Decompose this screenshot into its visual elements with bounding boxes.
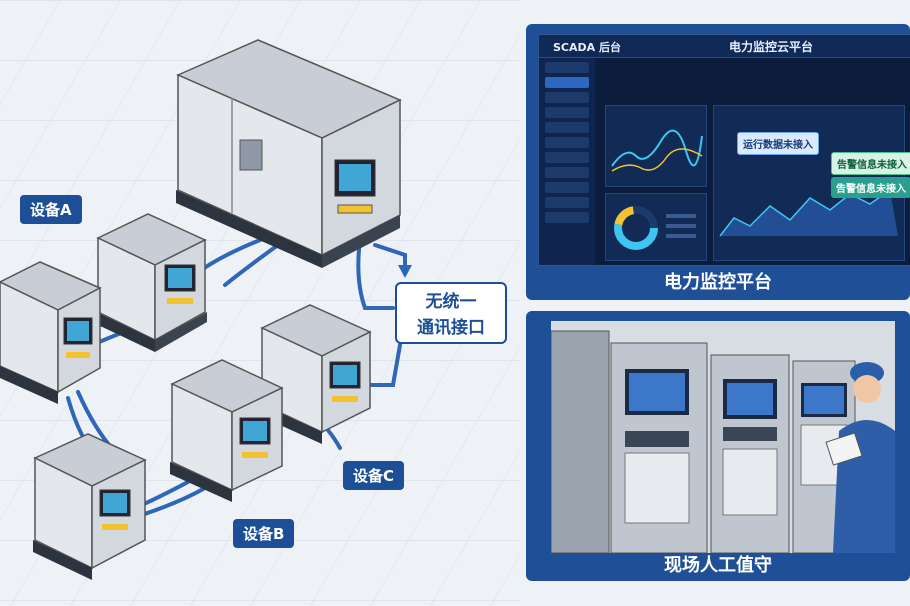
scada-sidebar [539, 58, 595, 265]
callout-line-2: 通讯接口 [417, 318, 485, 338]
arrow-head-icon [398, 265, 412, 278]
scada-screen: SCADA 后台 电力监控云平台 [538, 34, 910, 266]
scada-platform-panel: SCADA 后台 电力监控云平台 [526, 24, 910, 300]
callout-line-1: 无统一 [425, 292, 477, 312]
label-device-b: 设备B [233, 519, 295, 548]
line-chart-card [605, 105, 707, 187]
cabinet-rack-2 [710, 354, 790, 553]
no-unified-interface-callout: 无统一 通讯接口 [395, 282, 507, 344]
donut-chart [614, 206, 696, 250]
cabinet-rack-1 [551, 330, 708, 553]
main-cabinet [176, 39, 402, 268]
label-device-a: 设备A [20, 195, 82, 224]
left-cabinet [0, 261, 102, 404]
area-chart [719, 189, 898, 237]
scada-brand: SCADA 后台 [553, 41, 621, 54]
tag-operation-data: 运行数据未接入 [737, 132, 819, 155]
trend-chart [611, 129, 703, 172]
scada-caption: 电力监控平台 [664, 272, 772, 293]
scada-title: 电力监控云平台 [729, 40, 814, 54]
scada-header: SCADA 后台 电力监控云平台 [539, 35, 910, 58]
device-a-cabinet [96, 213, 207, 352]
field-duty-caption: 现场人工值守 [664, 555, 772, 576]
tag-alarm-info-1: 告警信息未接入 [831, 152, 910, 175]
device-b-cabinet [170, 359, 284, 502]
control-room-scene [551, 321, 895, 553]
field-duty-panel: 现场人工值守 [526, 311, 910, 581]
bottom-cabinet [33, 433, 147, 580]
label-device-c: 设备C [343, 461, 405, 490]
control-room-illustration [551, 321, 895, 553]
field-engineer [825, 362, 895, 553]
tag-alarm-info-2: 告警信息未接入 [831, 177, 910, 198]
donut-card [605, 193, 707, 261]
